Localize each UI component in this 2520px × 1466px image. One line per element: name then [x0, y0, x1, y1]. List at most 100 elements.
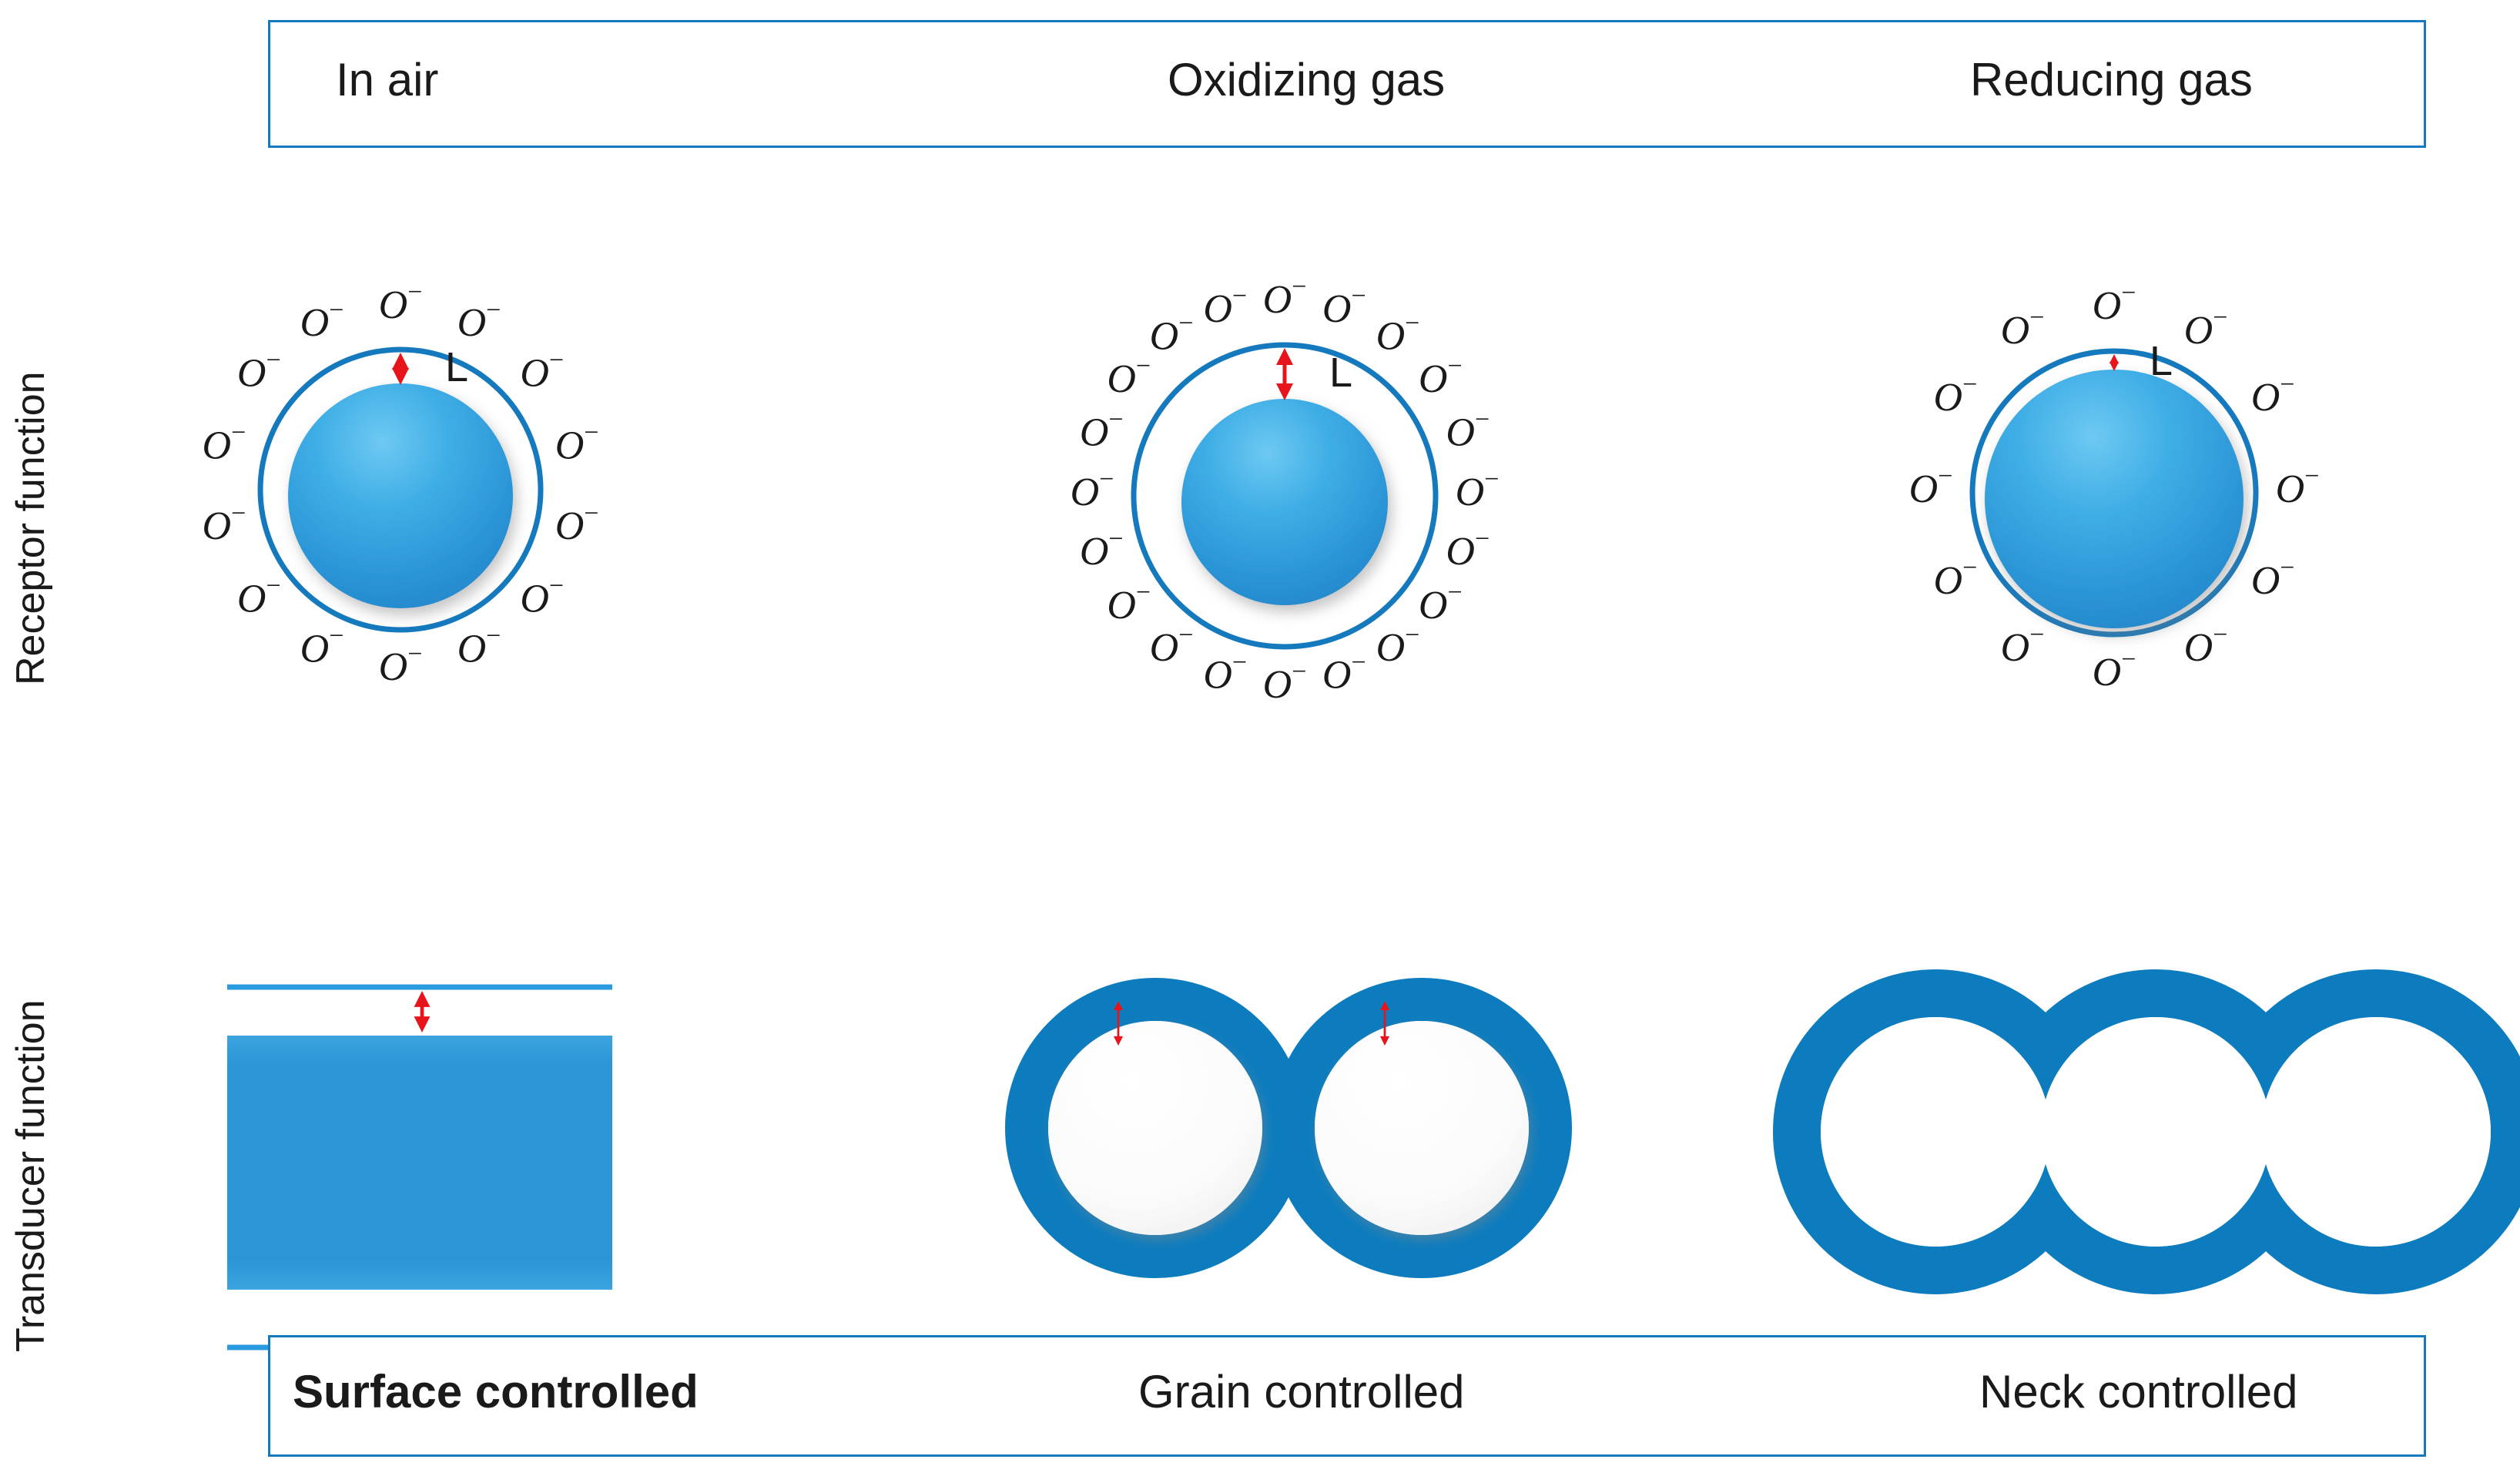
transducer-grain-controlled [1005, 978, 1572, 1278]
ion-label-text: O− [2001, 621, 2045, 670]
ion-label-o-minus: O− [1263, 273, 1307, 322]
ion-charge-superscript: − [1292, 273, 1306, 301]
ion-label-text: O− [555, 419, 599, 468]
ion-label-o-minus: O− [1203, 283, 1247, 332]
ion-label-o-minus: O− [2093, 645, 2136, 695]
ion-charge-superscript: − [329, 296, 343, 325]
core-sphere [1181, 399, 1388, 605]
ion-charge-superscript: − [486, 622, 501, 651]
ion-charge-superscript: − [1938, 462, 1952, 490]
grain-core [1048, 1021, 1262, 1235]
ion-label-o-minus: O− [2251, 554, 2295, 603]
ion-label-text: O− [379, 278, 423, 327]
ion-charge-superscript: − [1962, 554, 1977, 582]
ion-label-o-minus: O− [2001, 621, 2045, 670]
ion-label-text: O− [2251, 370, 2295, 420]
arrow-head-down [414, 1016, 431, 1033]
ion-label-o-minus: O− [1909, 462, 1953, 511]
ion-label-o-minus: O− [1322, 283, 1366, 332]
ion-label-o-minus: O− [1419, 352, 1463, 401]
ion-label-text: O− [2251, 554, 2295, 603]
ion-label-text: O− [1909, 462, 1953, 511]
ion-label-o-minus: O− [379, 640, 423, 689]
neck-core [2041, 1017, 2270, 1247]
ion-label-text: O− [2276, 462, 2320, 511]
ion-label-o-minus: O− [2184, 303, 2228, 353]
ion-charge-superscript: − [1447, 352, 1462, 380]
ion-label-text: O− [300, 622, 344, 671]
ion-label-text: O− [520, 572, 564, 621]
ion-charge-superscript: − [1292, 658, 1306, 686]
ion-label-text: O− [1107, 578, 1151, 628]
ion-label-text: O− [237, 572, 281, 621]
grain-shell-ring [1272, 978, 1572, 1278]
depletion-length-arrow [392, 353, 409, 385]
ion-charge-superscript: − [407, 640, 422, 668]
ion-label-o-minus: O− [237, 346, 281, 396]
grain-depletion-arrow [1113, 1001, 1124, 1046]
neck-core [1821, 1017, 2050, 1247]
ion-label-text: O− [457, 622, 501, 671]
ion-label-text: O− [1263, 658, 1307, 707]
ion-charge-superscript: − [2304, 462, 2319, 490]
ion-label-text: O− [1446, 525, 1490, 574]
core-sphere [1985, 370, 2244, 628]
depletion-length-label: L [2150, 338, 2173, 384]
receptor-panel-reducing-gas: O−O−O−O−O−O−O−O−O−O−O−O−L [1909, 279, 2320, 695]
column-footer-surface-controlled: Surface controlled [293, 1366, 699, 1417]
ion-charge-superscript: − [231, 419, 246, 447]
ion-label-o-minus: O− [1456, 465, 1500, 514]
ion-label-o-minus: O− [1934, 370, 1978, 420]
depletion-length-arrow [1276, 348, 1293, 400]
neck-core [2261, 1017, 2491, 1247]
column-header-oxidizing-gas: Oxidizing gas [1168, 54, 1446, 105]
ion-label-text: O− [1263, 273, 1307, 322]
ion-label-o-minus: O− [2184, 621, 2228, 670]
ion-charge-superscript: − [1475, 525, 1490, 554]
ion-label-text: O− [300, 296, 344, 346]
depletion-length-arrow [2109, 354, 2120, 371]
ion-charge-superscript: − [407, 278, 422, 306]
ion-label-o-minus: O− [1107, 578, 1151, 628]
arrow-head-down [1276, 383, 1293, 400]
ion-charge-superscript: − [584, 500, 598, 528]
ion-label-text: O− [1203, 648, 1247, 698]
ion-label-text: O− [1376, 310, 1420, 359]
ion-label-text: O− [457, 296, 501, 346]
grain-depletion-arrow [1379, 1001, 1390, 1046]
ion-charge-superscript: − [1178, 310, 1193, 338]
ion-charge-superscript: − [1136, 352, 1151, 380]
ion-charge-superscript: − [2213, 621, 2227, 649]
ion-label-text: O− [2093, 279, 2136, 328]
ion-charge-superscript: − [2280, 370, 2294, 399]
ion-charge-superscript: − [2213, 303, 2227, 332]
column-footer-neck-controlled: Neck controlled [1979, 1366, 2298, 1417]
ion-charge-superscript: − [1232, 648, 1247, 677]
arrow-head-down [1113, 1036, 1124, 1046]
ion-label-text: O− [2184, 621, 2228, 670]
ion-label-text: O− [203, 500, 246, 549]
ion-label-o-minus: O− [1071, 465, 1114, 514]
ion-charge-superscript: − [1232, 283, 1247, 311]
ion-label-o-minus: O− [1080, 406, 1124, 455]
depletion-boundary-circle [1131, 342, 1439, 650]
ion-charge-superscript: − [2121, 645, 2136, 674]
column-footer-grain-controlled: Grain controlled [1138, 1366, 1465, 1417]
header-label-box [268, 20, 2426, 148]
ion-label-text: O− [1446, 406, 1490, 455]
ion-charge-superscript: − [2029, 621, 2044, 649]
ion-label-o-minus: O− [520, 572, 564, 621]
ion-label-text: O− [1419, 578, 1463, 628]
ion-charge-superscript: − [1351, 283, 1366, 311]
ion-label-o-minus: O− [1150, 310, 1194, 359]
ion-charge-superscript: − [2029, 303, 2044, 332]
ion-label-o-minus: O− [1446, 406, 1490, 455]
ion-charge-superscript: − [549, 346, 564, 375]
ion-label-text: O− [1456, 465, 1500, 514]
ion-label-o-minus: O− [300, 622, 344, 671]
transducer-function-row [227, 969, 2520, 1351]
ion-charge-superscript: − [1178, 621, 1193, 650]
ion-charge-superscript: − [549, 572, 564, 601]
arrow-head-up [1276, 348, 1293, 365]
ion-charge-superscript: − [329, 622, 343, 651]
